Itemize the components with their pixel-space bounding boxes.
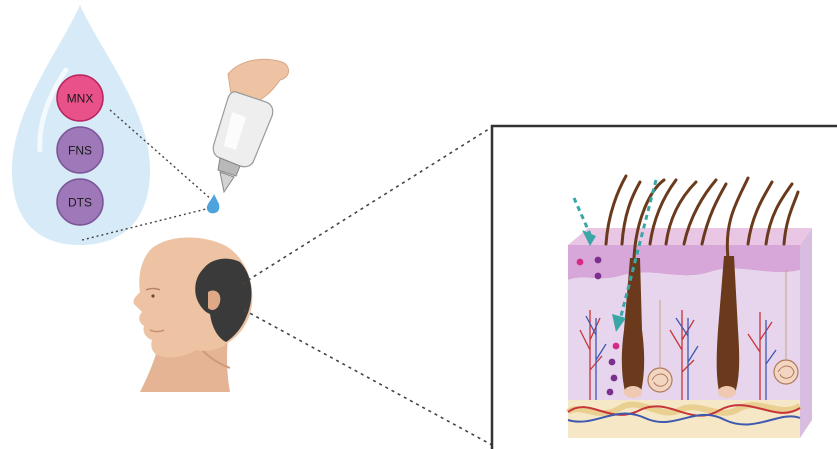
- dropper-bottle-icon: [207, 59, 289, 213]
- ingredient-badge-mnx: MNX: [57, 75, 103, 121]
- ingredient-badge-fns: FNS: [57, 127, 103, 173]
- ingredient-label: DTS: [68, 196, 92, 210]
- ingredient-badge-dts: DTS: [57, 179, 103, 225]
- ingredient-label: MNX: [67, 92, 94, 106]
- head-profile-icon: [133, 237, 252, 392]
- scalp-zoom-lines: [242, 127, 492, 445]
- skin-cross-section: [568, 176, 812, 438]
- ingredient-label: FNS: [68, 144, 92, 158]
- formulation-droplet: MNX FNS DTS: [12, 5, 150, 245]
